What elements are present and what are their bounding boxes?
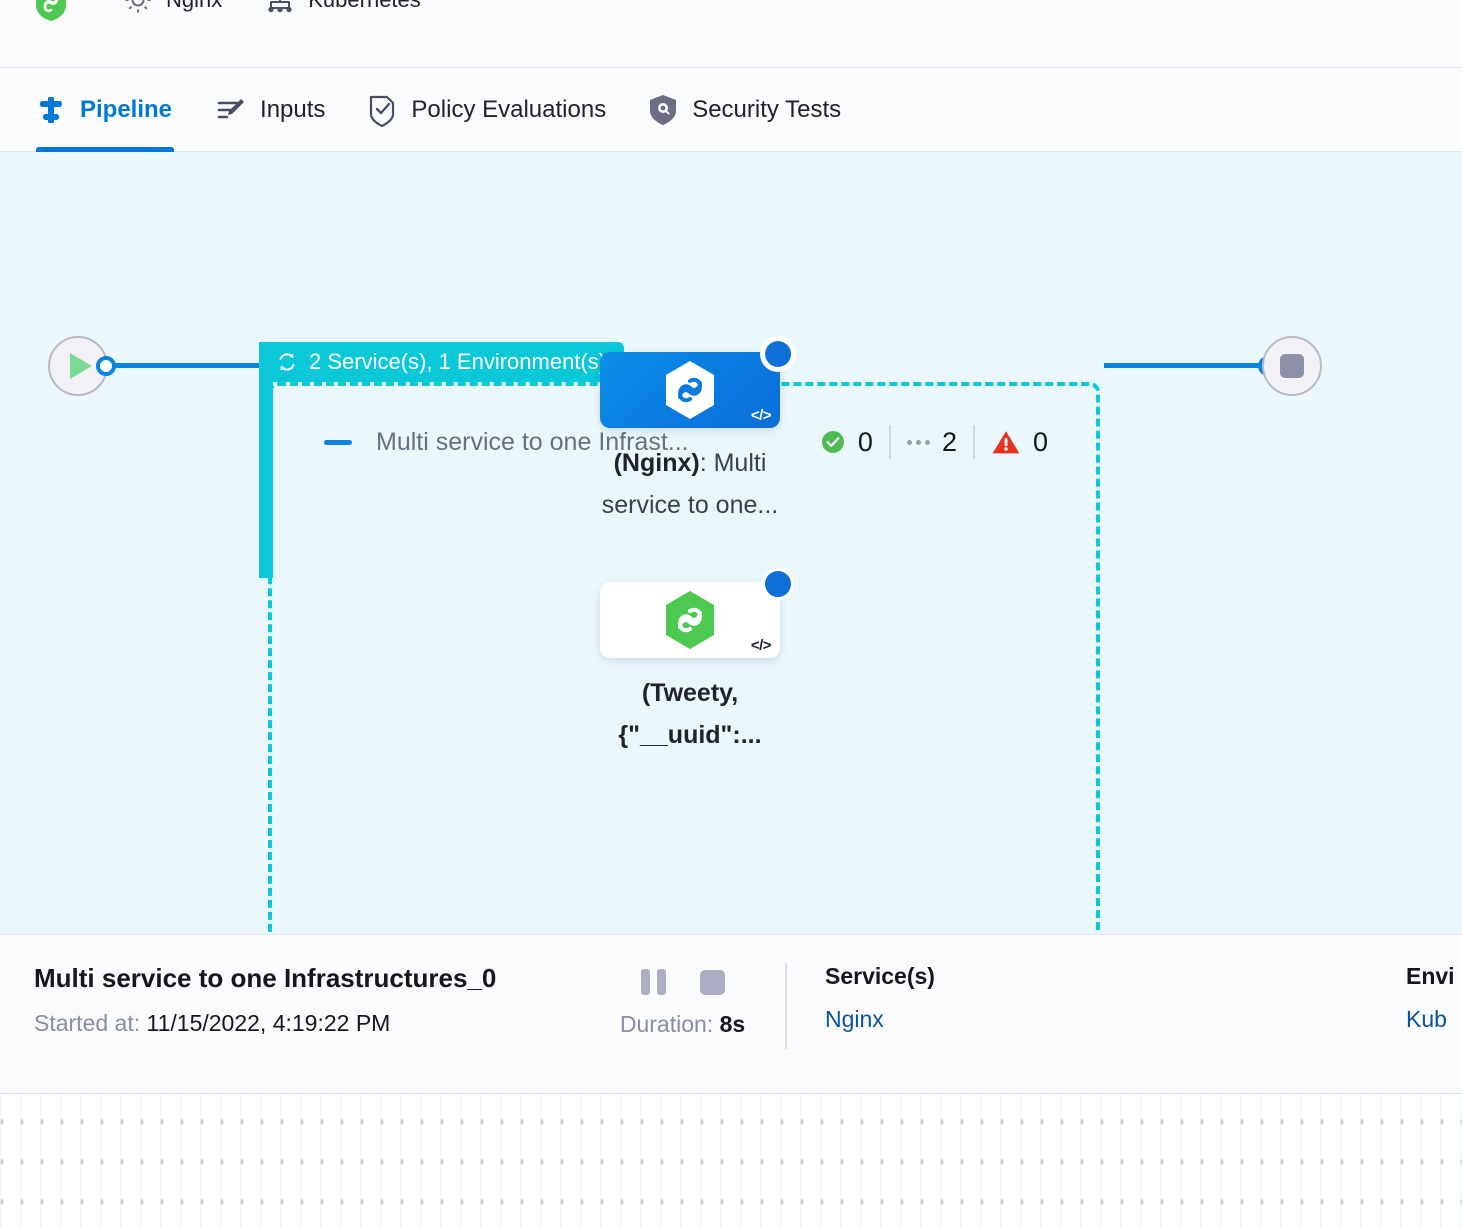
collapse-dash-icon[interactable]: [324, 439, 352, 445]
breadcrumb-item-kubernetes-label: Kubernetes: [308, 0, 421, 15]
code-icon: </>: [750, 637, 772, 654]
pipeline-icon: [36, 94, 66, 126]
step-node-nginx-label-bold: (Nginx): [613, 449, 700, 477]
execution-title: Multi service to one Infrastructures_0: [34, 963, 497, 993]
pipeline-canvas[interactable]: 2 Service(s), 1 Environment(s) Multi ser…: [0, 152, 1462, 934]
tab-security-tests-label: Security Tests: [692, 95, 842, 123]
pending-dots-icon: [906, 439, 930, 445]
tab-pipeline[interactable]: Pipeline: [36, 68, 175, 152]
count-divider-1: [888, 425, 891, 459]
execution-started-at: Started at: 11/15/2022, 4:19:22 PM: [34, 1010, 580, 1037]
count-divider-2: [972, 425, 975, 459]
tab-inputs-label: Inputs: [260, 95, 326, 123]
play-icon: [69, 353, 92, 379]
step-node-nginx-label: (Nginx): Multi service to one...: [560, 442, 820, 526]
shield-check-icon: [367, 93, 397, 127]
execution-duration-label: Duration:: [619, 1011, 714, 1037]
step-node-nginx-label-line2: service to one...: [601, 491, 779, 519]
stage-title: Multi service to one Infrast...: [376, 427, 689, 456]
environments-column: Envi Kub: [1406, 963, 1455, 1033]
running-spinner-badge: [762, 338, 794, 370]
execution-summary: Multi service to one Infrastructures_0 S…: [0, 963, 580, 1037]
harness-hexagon-logo-icon: [34, 0, 68, 22]
execution-duration-value: 8s: [719, 1011, 746, 1037]
pipeline-end-node[interactable]: [1262, 336, 1322, 396]
execution-controls: Duration: 8s: [580, 963, 785, 1038]
services-header: Service(s): [825, 963, 935, 989]
pause-icon[interactable]: [640, 969, 666, 995]
stop-icon: [1280, 354, 1304, 378]
execution-started-value: 11/15/2022, 4:19:22 PM: [146, 1010, 391, 1036]
step-node-tweety-label: (Tweety, {"__uuid":...: [560, 672, 820, 756]
step-node-nginx-label-rest: : Multi: [699, 449, 767, 477]
warning-triangle-icon: [991, 429, 1021, 456]
execution-started-label: Started at:: [34, 1010, 141, 1036]
connector-start-to-group: [112, 363, 264, 368]
breadcrumb-item-nginx-label: Nginx: [166, 0, 222, 15]
connector-group-to-end: [1104, 363, 1264, 368]
execution-duration: Duration: 8s: [580, 1011, 785, 1038]
loop-icon: [275, 350, 299, 374]
services-column: Service(s) Nginx: [787, 963, 935, 1033]
step-node-tweety[interactable]: </>: [600, 568, 794, 658]
step-node-tweety-label-bold: (Tweety,: [641, 679, 739, 707]
harness-hexagon-logo-white-icon: [661, 359, 719, 421]
stage-status-counts: 0 2 0: [820, 422, 1048, 462]
step-node-tweety-card[interactable]: </>: [600, 582, 780, 658]
breadcrumb-item-kubernetes[interactable]: Kubernetes: [264, 0, 421, 16]
kubernetes-icon: [264, 0, 296, 16]
stage-group-header[interactable]: 2 Service(s), 1 Environment(s): [259, 342, 625, 382]
execution-info-panel: Multi service to one Infrastructures_0 S…: [0, 934, 1462, 1094]
count-pending: 2: [891, 427, 973, 458]
tab-policy-evaluations-label: Policy Evaluations: [411, 95, 607, 123]
tab-security-tests[interactable]: Security Tests: [648, 68, 841, 152]
step-node-nginx-card[interactable]: </>: [600, 352, 780, 428]
tab-bar: Pipeline Inputs Policy Evaluations Secur…: [0, 68, 1462, 152]
count-success-value: 0: [857, 426, 873, 457]
code-icon: </>: [750, 407, 772, 424]
harness-hexagon-logo-green-icon: [661, 589, 719, 651]
shield-security-icon: [648, 93, 678, 127]
panel-divider-1: [785, 963, 787, 1049]
stage-group-header-label: 2 Service(s), 1 Environment(s): [309, 349, 607, 374]
tab-policy-evaluations[interactable]: Policy Evaluations: [367, 68, 606, 152]
services-value[interactable]: Nginx: [825, 1006, 884, 1032]
running-solid-badge: [762, 568, 794, 600]
count-pending-value: 2: [941, 426, 957, 457]
tab-inputs[interactable]: Inputs: [214, 68, 325, 152]
breadcrumb-item-nginx[interactable]: Nginx: [122, 0, 222, 16]
step-node-tweety-label-line2: {"__uuid":...: [618, 721, 762, 749]
count-failed: 0: [975, 427, 1048, 458]
breadcrumb-bar: Nginx Kubernetes: [0, 0, 1462, 68]
stage-header-row: Multi service to one Infrast... 0 2: [324, 420, 1048, 464]
breadcrumb-item-logo[interactable]: [34, 0, 80, 22]
environments-value[interactable]: Kub: [1406, 1006, 1447, 1032]
environments-header: Envi: [1406, 963, 1455, 989]
success-check-icon: [820, 429, 846, 455]
canvas-grid-background: [0, 1094, 1462, 1228]
tab-pipeline-label: Pipeline: [80, 95, 173, 123]
count-failed-value: 0: [1032, 426, 1048, 457]
stop-icon[interactable]: [699, 969, 725, 995]
gear-icon: [122, 0, 154, 16]
inputs-icon: [214, 94, 246, 126]
count-success: 0: [820, 427, 889, 458]
step-node-nginx[interactable]: </>: [600, 338, 794, 428]
